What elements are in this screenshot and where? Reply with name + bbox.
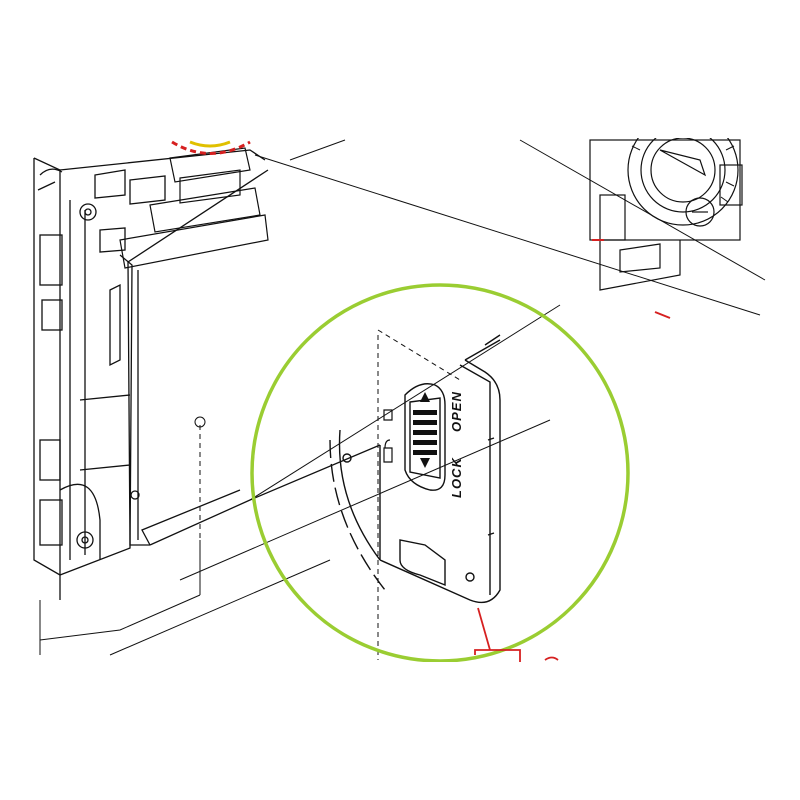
top-mechanism [119, 147, 269, 269]
highlight-marker-top [171, 140, 251, 155]
highlight-circle [250, 283, 630, 663]
lock-unlock-icons [383, 409, 393, 463]
crop-mask-top [0, 0, 800, 138]
open-label: OPEN [449, 391, 464, 432]
gear-assembly [589, 114, 743, 291]
lock-label: LOCK [449, 457, 464, 498]
camera-body-frame [33, 149, 266, 600]
alignment-dashed-lines [199, 329, 461, 660]
crop-mask-left [0, 0, 30, 800]
cover-door [329, 334, 501, 604]
guide-lines [39, 139, 766, 656]
callout-leader [474, 607, 559, 665]
callout-marker-top-right [592, 239, 671, 319]
crop-mask-bottom [0, 662, 800, 800]
lock-slider [404, 383, 446, 491]
lock-arrows [420, 392, 430, 468]
lock-slider-grip [413, 410, 437, 455]
